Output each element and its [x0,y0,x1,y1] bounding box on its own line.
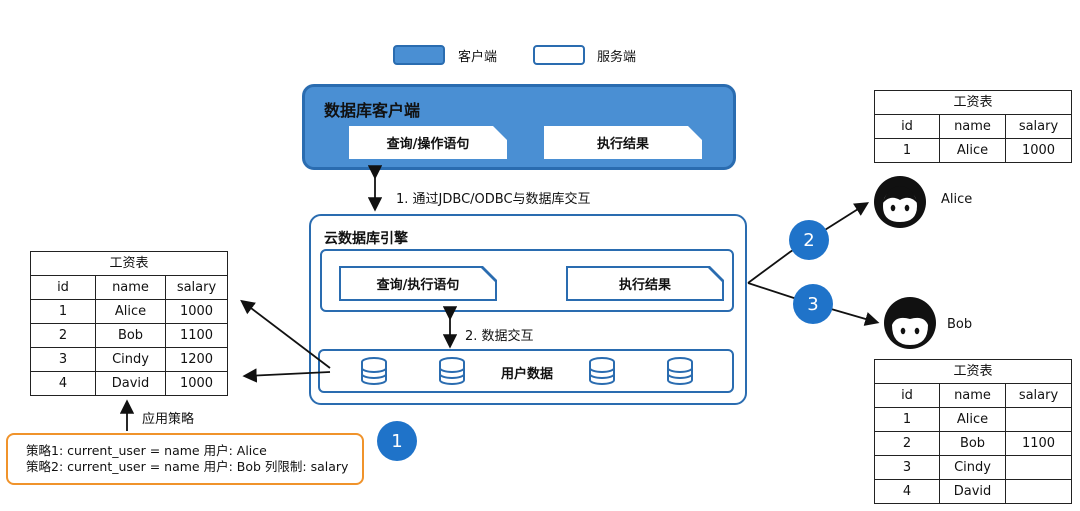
cell-salary: 1000 [165,371,228,396]
table-header-id: id [874,383,940,408]
arrow-to-left-table-top [240,299,331,369]
legend-client-label: 客户端 [458,50,498,65]
step-circle-2: 2 [789,220,829,260]
bob-table-caption: 工资表 [874,359,1072,383]
cell-name: David [939,479,1006,504]
legend-server-swatch [533,45,585,65]
cell-salary [1005,479,1072,504]
table-header-id: id [874,114,940,139]
alice-table-caption: 工资表 [874,90,1072,114]
arrow-to-left-table-bottom [242,368,331,383]
cell-id: 3 [874,455,940,480]
table-row: 1 Alice 1000 [874,138,1072,163]
arrow-to-alice [747,202,870,284]
jdbc-connection-label: 1. 通过JDBC/ODBC与数据库交互 [396,192,591,207]
cell-id: 1 [874,407,940,432]
cell-name: Alice [939,407,1006,432]
table-row: 3 Cindy 1200 [30,347,228,372]
policy-line-2: 策略2: current_user = name 用户: Bob 列限制: sa… [26,459,349,474]
cell-name: David [95,371,166,396]
database-cylinder-icon [667,357,693,385]
cell-id: 4 [30,371,96,396]
cell-id: 3 [30,347,96,372]
table-header-id: id [30,275,96,300]
cell-salary [1005,407,1072,432]
bob-name-label: Bob [947,317,973,332]
database-cylinder-icon [589,357,615,385]
table-header-salary: salary [1005,383,1072,408]
client-query-tab: 查询/操作语句 [349,126,507,159]
table-header-name: name [95,275,166,300]
alice-avatar-icon [874,176,926,228]
policy-box: 策略1: current_user = name 用户: Alice 策略2: … [6,433,364,485]
legend-server-label: 服务端 [597,50,637,65]
bob-avatar-icon [884,297,936,349]
table-row: 3 Cindy [874,455,1072,480]
client-result-tab: 执行结果 [544,126,702,159]
table-header-name: name [939,114,1006,139]
legend-client-swatch [393,45,445,65]
table-header-name: name [939,383,1006,408]
cell-salary: 1100 [1005,431,1072,456]
table-row: 1 Alice [874,407,1072,432]
table-row: 4 David 1000 [30,371,228,396]
left-salary-table: 工资表 id name salary 1 Alice 1000 2 Bob 11… [30,251,228,396]
alice-name-label: Alice [941,192,973,207]
table-header-salary: salary [165,275,228,300]
user-data-panel [318,349,734,393]
step-circle-1: 1 [377,421,417,461]
table-row: 2 Bob 1100 [874,431,1072,456]
cell-salary: 1000 [1005,138,1072,163]
cell-id: 1 [874,138,940,163]
policy-line-1: 策略1: current_user = name 用户: Alice [26,443,267,458]
cell-name: Bob [95,323,166,348]
cell-id: 4 [874,479,940,504]
table-row: 2 Bob 1100 [30,323,228,348]
database-cylinder-icon [439,357,465,385]
user-data-label: 用户数据 [501,367,554,382]
alice-salary-table: 工资表 id name salary 1 Alice 1000 [874,90,1072,163]
cell-salary [1005,455,1072,480]
cell-salary: 1100 [165,323,228,348]
database-cylinder-icon [361,357,387,385]
cell-name: Cindy [95,347,166,372]
cell-salary: 1200 [165,347,228,372]
table-row: 1 Alice 1000 [30,299,228,324]
cell-name: Alice [939,138,1006,163]
engine-result-tab-inner: 执行结果 [568,268,722,299]
step-circle-3: 3 [793,284,833,324]
cell-salary: 1000 [165,299,228,324]
left-table-caption: 工资表 [30,251,228,275]
cell-name: Bob [939,431,1006,456]
cell-id: 2 [874,431,940,456]
apply-policy-label: 应用策略 [142,412,195,427]
cell-id: 1 [30,299,96,324]
bob-salary-table: 工资表 id name salary 1 Alice 2 Bob 1100 3 … [874,359,1072,504]
cell-name: Cindy [939,455,1006,480]
cell-name: Alice [95,299,166,324]
cell-id: 2 [30,323,96,348]
table-header-salary: salary [1005,114,1072,139]
database-client-title: 数据库客户端 [324,101,421,120]
table-row: 4 David [874,479,1072,504]
cloud-engine-title: 云数据库引擎 [324,231,408,247]
engine-query-tab-inner: 查询/执行语句 [341,268,495,299]
data-exchange-label: 2. 数据交互 [465,329,534,344]
